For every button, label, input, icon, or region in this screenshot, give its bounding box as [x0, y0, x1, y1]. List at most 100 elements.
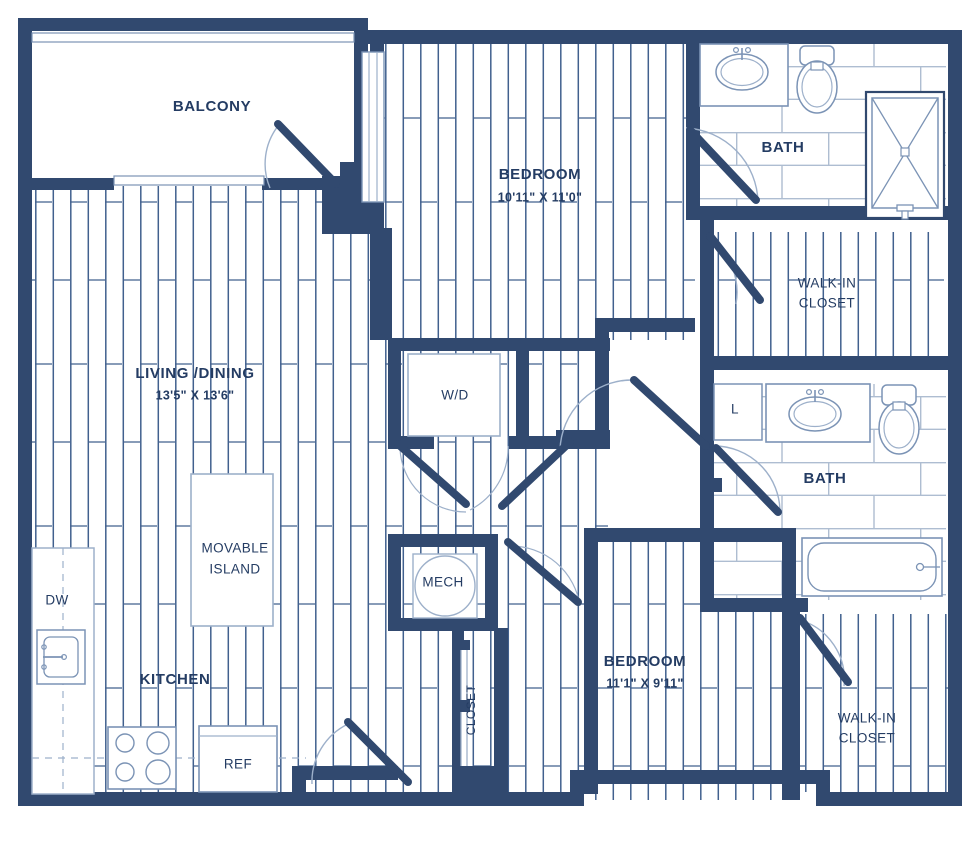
- kitchen-faucet-head: [60, 653, 67, 660]
- wall-bedroom-secondary-right-upper: [782, 528, 796, 618]
- wall-exterior-right: [948, 30, 962, 806]
- wall-bedroom-secondary-right-lower: [782, 604, 800, 800]
- door-hall-closet-hinge-mid: [459, 700, 470, 712]
- door-leaf-laundry-right: [498, 438, 574, 510]
- faucet-handle-right-primary: [744, 46, 751, 53]
- wall-bath-secondary-jamb: [700, 478, 722, 492]
- wall-exterior-top-right: [366, 30, 962, 44]
- wall-bedroom-primary-bottom-right: [595, 318, 695, 332]
- door-leaf-entry: [344, 718, 412, 786]
- movable-island-body: [190, 473, 274, 627]
- label-balcony: BALCONY: [173, 98, 251, 115]
- burner-bottom-left: [115, 762, 135, 782]
- faucet-handle-right-secondary: [817, 389, 824, 396]
- door-leaf-bedroom-primary: [630, 376, 710, 450]
- door-leaf-balcony: [274, 120, 340, 188]
- wall-laundry-left: [388, 338, 401, 448]
- door-leaf-bath-primary: [686, 126, 760, 204]
- wall-walk-in-primary-bottom: [700, 356, 962, 370]
- label-living-dining-dimensions: 13'5" X 13'6": [156, 388, 235, 402]
- door-arc-bath-primary: [685, 127, 759, 203]
- wall-bedroom-secondary-left: [584, 528, 598, 794]
- door-leaf-walk-in-secondary: [796, 614, 852, 686]
- floor-bedroom-primary: [371, 30, 695, 340]
- wall-walk-in-primary-left: [700, 220, 714, 368]
- mechanical-unit-circle: [414, 555, 476, 617]
- wall-mech-right: [485, 534, 498, 630]
- shower-drain-primary: [900, 147, 910, 157]
- room-labels: BALCONY BEDROOM 10'11" X 11'0" LIVING /D…: [135, 98, 846, 690]
- kitchen-faucet-handle-b: [41, 664, 47, 670]
- wall-hall-top: [388, 338, 610, 351]
- label-movable-island-line1: MOVABLE: [201, 541, 268, 556]
- wall-balcony-left: [18, 18, 32, 190]
- shower-fixture-primary: [901, 210, 909, 220]
- door-leaf-hall: [504, 538, 582, 606]
- refrigerator-body: [198, 725, 278, 793]
- label-dishwasher: DW: [45, 593, 68, 608]
- door-arc-laundry-right: [469, 445, 509, 511]
- label-linen-closet: L: [731, 402, 739, 417]
- doors: [264, 120, 852, 786]
- vanity-counter-secondary: [765, 383, 871, 443]
- door-arc-bedroom-primary: [559, 379, 633, 451]
- walls: [18, 18, 962, 806]
- toilet-neck-primary: [810, 61, 824, 71]
- wall-mech-bottom: [388, 618, 498, 631]
- shower-threshold-primary: [896, 204, 914, 212]
- door-leaf-bath-secondary: [712, 444, 782, 516]
- door-hall-closet-hinge-bottom: [455, 766, 473, 780]
- toilet-neck-secondary: [892, 401, 906, 411]
- door-arc-entry: [311, 723, 349, 785]
- toilet-bowl-primary: [796, 60, 838, 114]
- label-walk-in-closet-secondary-line2: CLOSET: [839, 731, 895, 746]
- wall-exterior-bottom-right: [816, 792, 962, 806]
- label-bedroom-primary-dimensions: 10'11" X 11'0": [498, 190, 583, 204]
- bathtub-drain: [915, 562, 925, 572]
- wall-bedroom-secondary-top: [584, 528, 796, 542]
- label-bedroom-secondary: BEDROOM: [604, 653, 687, 670]
- faucet-handle-left-primary: [732, 46, 739, 53]
- label-washer-dryer: W/D: [441, 388, 468, 403]
- linen-closet-box: [713, 383, 763, 441]
- burner-top-right: [146, 731, 170, 755]
- wall-bedroom-primary-right-lower: [595, 318, 609, 446]
- wall-hall-closet-right: [494, 628, 508, 794]
- balcony-guard-lower: [113, 175, 265, 186]
- door-arc-bath-secondary: [713, 445, 781, 513]
- balcony-railing: [31, 32, 355, 43]
- door-arc-laundry-left: [399, 447, 467, 513]
- door-arc-hall: [509, 545, 581, 607]
- fixtures-and-casework: [31, 43, 946, 795]
- wall-laundry-right: [516, 338, 529, 448]
- closet-labels: WALK-IN CLOSET WALK-IN CLOSET CLOSET: [464, 276, 896, 746]
- floor-walk-in-closet-secondary: [800, 614, 948, 792]
- label-hall-closet: CLOSET: [464, 685, 478, 736]
- burner-bottom-right: [145, 759, 171, 785]
- floor-walk-in-closet-primary: [714, 232, 944, 362]
- label-refrigerator: REF: [224, 757, 252, 772]
- door-leaf-walk-in-primary: [706, 232, 764, 304]
- label-bath-secondary: BATH: [804, 470, 847, 487]
- label-bedroom-primary: BEDROOM: [499, 166, 582, 183]
- label-walk-in-closet-primary-line2: CLOSET: [799, 296, 855, 311]
- fixture-labels: W/D MECH DW REF MOVABLE ISLAND L: [45, 388, 739, 772]
- wall-balcony-top: [18, 18, 368, 31]
- label-walk-in-closet-primary-line1: WALK-IN: [798, 276, 857, 291]
- wall-mech-left: [388, 534, 401, 630]
- label-walk-in-closet-secondary-line1: WALK-IN: [838, 711, 897, 726]
- label-kitchen: KITCHEN: [140, 671, 211, 688]
- kitchen-faucet-handle-a: [41, 644, 47, 650]
- wall-bath-secondary-left-lower: [700, 478, 714, 612]
- wall-exterior-bottom-mid: [570, 770, 830, 784]
- door-leaf-laundry-left: [394, 440, 470, 508]
- wall-balcony-bottom-left: [18, 178, 114, 190]
- label-bath-primary: BATH: [762, 139, 805, 156]
- door-hall-closet-hinge-top: [459, 640, 470, 650]
- washer-dryer-unit: [407, 353, 501, 437]
- label-movable-island-line2: ISLAND: [209, 562, 260, 577]
- wall-kitchen-bottom-step: [292, 766, 398, 780]
- label-mechanical-closet: MECH: [422, 575, 463, 590]
